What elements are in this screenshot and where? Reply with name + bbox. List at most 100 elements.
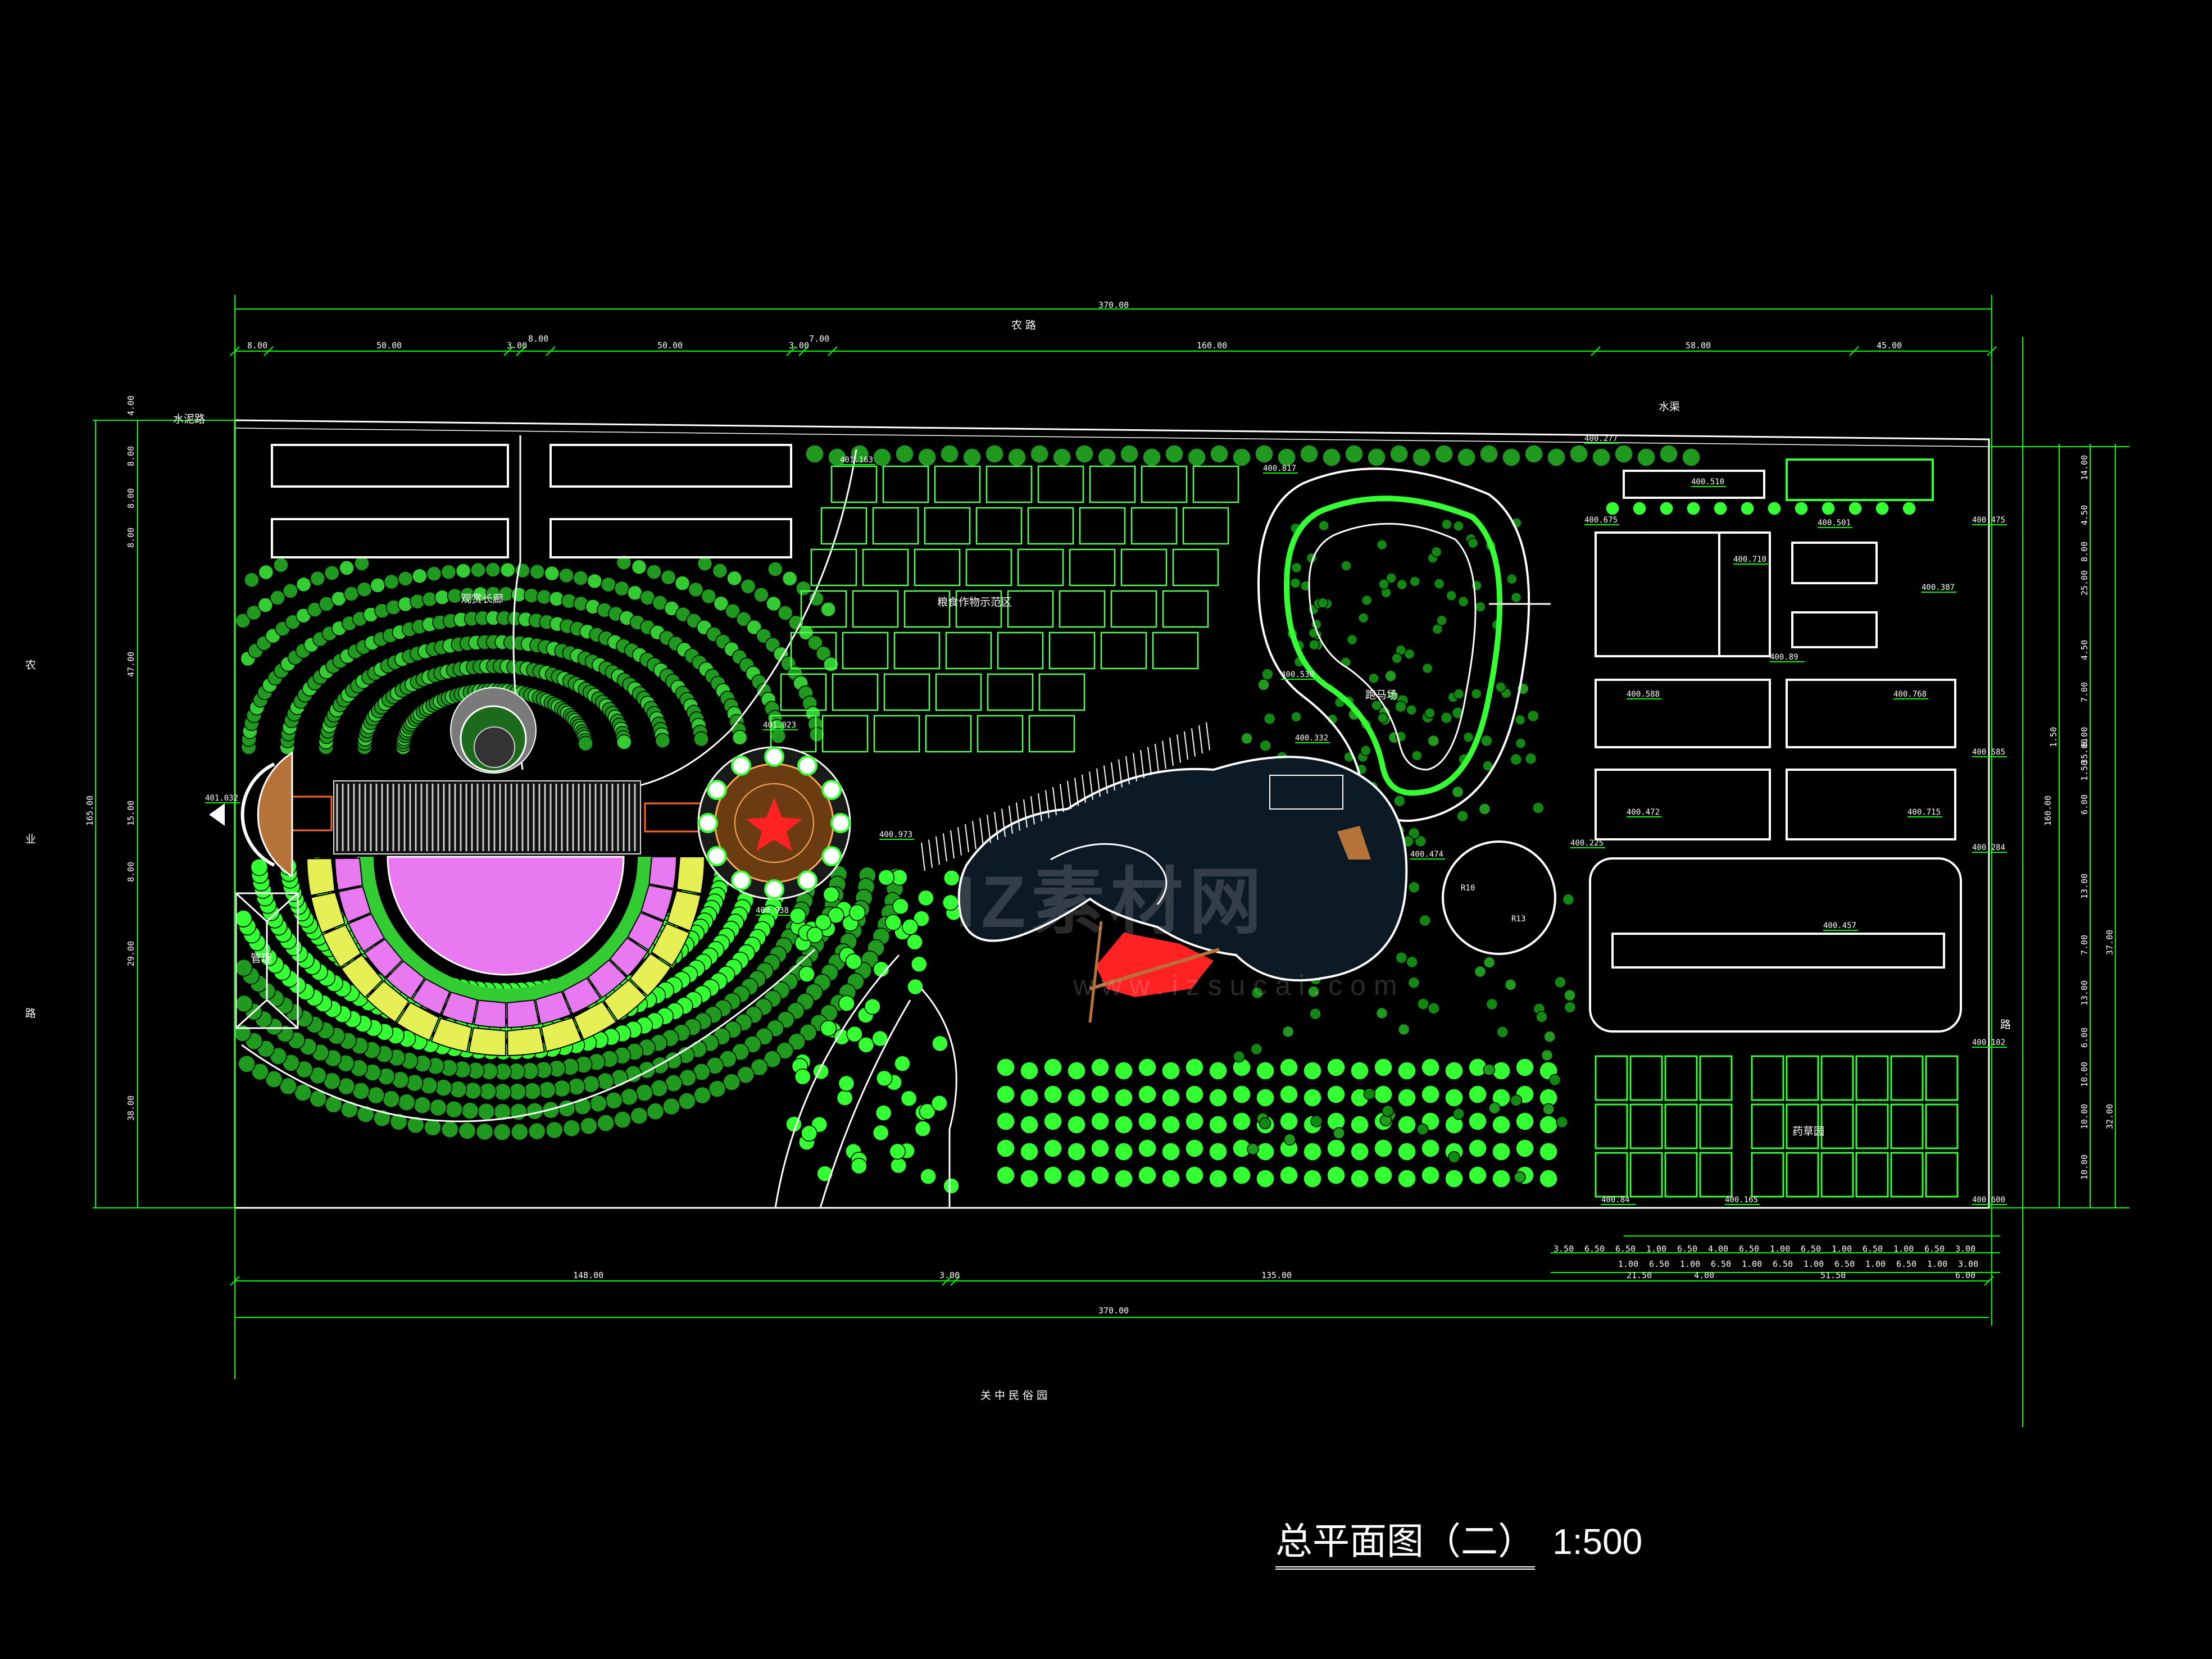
tree-symbol [1421,1058,1440,1077]
tree-symbol [605,1092,623,1110]
drawing-title: 总平面图（二） [1275,1520,1535,1570]
dimension-text: 400.530 [1281,670,1314,679]
tree-symbol [445,1100,463,1119]
dimension-text: 400.102 [1972,1038,2005,1047]
tree-symbol [1605,501,1620,516]
herb-plot [1595,1103,1628,1149]
tree-symbol [1393,794,1406,807]
tree-symbol [493,1123,511,1141]
grain-plot [872,507,919,545]
tree-symbol [580,1117,598,1135]
tree-symbol [373,1109,391,1128]
dimension-text: 401.023 [763,721,796,730]
tree-symbol [1564,989,1576,1002]
tree-symbol [1256,1088,1275,1107]
tree-symbol [872,1124,889,1142]
tree-symbol [1257,679,1270,691]
tree-symbol [902,918,919,935]
tree-symbol [1406,956,1418,969]
tree-symbol [1251,987,1264,999]
left-road-label-1: 农 [25,659,36,671]
tree-symbol [1277,448,1296,467]
tree-symbol [1483,956,1496,969]
drawing-scale: 1:500 [1552,1521,1643,1562]
step-line [921,842,925,871]
dimension-text: 47.00 [126,652,136,677]
tree-symbol [1474,965,1487,978]
tree-symbol [770,728,787,744]
tree-symbol [996,1139,1015,1158]
tree-symbol [777,605,793,621]
tree-symbol [1210,444,1229,463]
tree-symbol [820,601,836,617]
round-fountain: R10 R13 [1442,840,1556,955]
grain-plot [975,507,1023,545]
tree-symbol [1427,734,1439,747]
tree-symbol [508,1083,526,1101]
tree-symbol [1043,1085,1062,1104]
tree-symbol [1475,601,1486,612]
dimension-text: 6.50 [1924,1244,1945,1254]
tree-symbol [1360,745,1371,756]
tree-symbol [1091,1058,1110,1077]
tree-symbol [750,1058,769,1076]
step-line [1067,780,1071,810]
tree-symbol [1259,1117,1271,1130]
dimension-text: 6.50 [1863,1244,1883,1254]
grain-plot [1100,631,1147,670]
tree-symbol [389,1112,408,1131]
tree-symbol [1256,1169,1275,1188]
dimension-text: 400.277 [1584,434,1618,443]
seat-tier [603,979,647,1022]
step-line [1001,808,1006,837]
seat-tier [676,856,706,894]
dimension-text: 370.00 [1098,300,1129,310]
herb-plot [1820,1055,1854,1101]
tree-symbol [1412,448,1431,467]
grain-plot [1192,465,1239,503]
grain-plot [1017,548,1064,587]
tree-symbol [1043,1139,1062,1158]
tree-symbol [1541,1049,1554,1062]
tree-symbol [1409,576,1420,587]
tree-symbol [455,563,471,579]
tree-symbol [234,910,252,928]
tree-symbol [1510,592,1522,603]
dimension-text: 3.00 [939,1270,960,1280]
grain-plot [1048,631,1096,670]
tree-symbol [1020,1088,1039,1107]
tree-symbol [736,611,752,627]
grain-plot [965,548,1012,587]
dimension-text: 400.768 [1893,690,1927,699]
herb-plot [1664,1103,1698,1149]
tree-symbol [1283,1133,1296,1146]
dimension-text: 400.89 [1770,653,1798,662]
tree-symbol [1532,802,1545,814]
tree-symbol [1185,1112,1204,1131]
tree-symbol [631,559,647,575]
tree-symbol [1510,1094,1523,1107]
step-line [1133,753,1137,781]
dimension-text: 400.715 [1907,808,1941,817]
tree-symbol [356,1105,375,1123]
tree-symbol [1547,448,1566,467]
tree-symbol [1303,1088,1322,1107]
tree-symbol [1659,501,1674,516]
dimension-text: 165.00 [85,796,95,826]
plaza-planter [731,870,751,891]
tree-symbol [701,588,717,604]
tree-symbol [429,1098,447,1117]
grain-plot [882,465,929,503]
tree-symbol [589,1094,607,1113]
dimension-text: 400.332 [1295,734,1328,743]
tree-symbol [1548,1074,1561,1087]
tree-symbol [1367,448,1386,467]
dimension-text: 1.00 [1927,1259,1947,1269]
tree-symbol [1374,1166,1393,1185]
tree-symbol [767,561,783,577]
dim-tick [786,346,796,356]
tree-symbol [697,556,713,572]
herb-plot [1855,1055,1889,1101]
seat-tier [468,1027,506,1057]
